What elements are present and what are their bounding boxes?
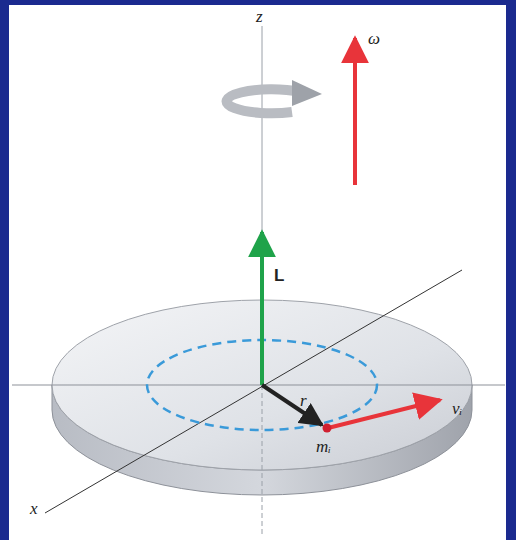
angular-momentum-label: L bbox=[274, 267, 284, 284]
velocity-label: vᵢ bbox=[452, 400, 462, 417]
axis-label: x bbox=[30, 500, 38, 517]
mass-label: mᵢ bbox=[316, 438, 331, 455]
position-vector-label: r bbox=[300, 392, 307, 409]
angular-velocity-label: ω bbox=[368, 30, 380, 47]
axis-label: z bbox=[256, 8, 263, 25]
